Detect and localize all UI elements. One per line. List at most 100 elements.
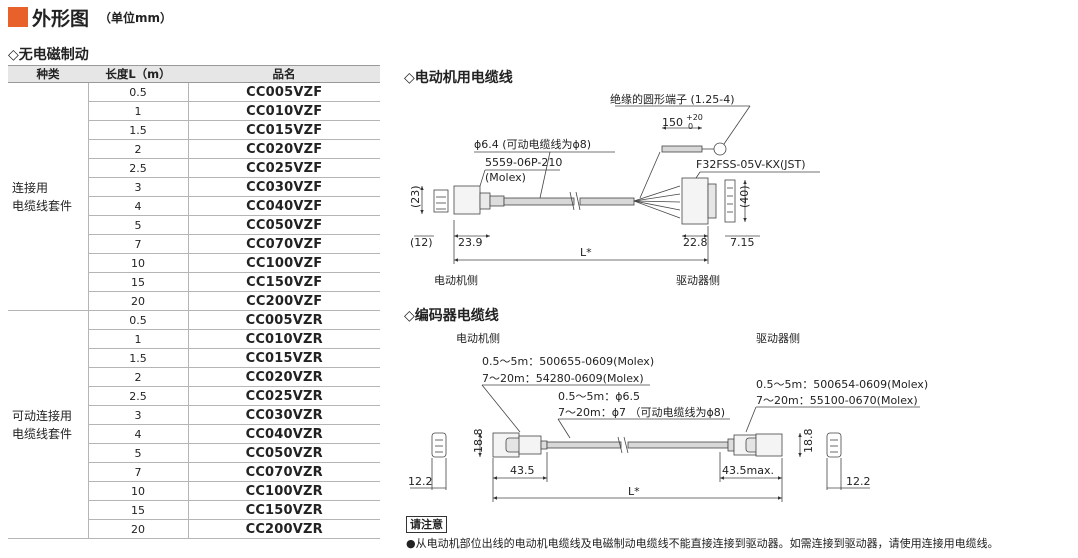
section-no-brake: ◇无电磁制动 xyxy=(8,47,89,63)
cable-diameter-label: ϕ6.4 (可动电缆线为ϕ8) xyxy=(474,137,591,151)
length-cell: 0.5 xyxy=(88,82,189,102)
section-motor-cable: ◇电动机用电缆线 xyxy=(404,69,513,86)
length-cell: 15 xyxy=(88,500,189,520)
enc-dim-43-5: 43.5 xyxy=(510,464,535,477)
part-number-cell: CC050VZR xyxy=(188,443,380,463)
part-number-cell: CC070VZR xyxy=(188,462,380,482)
length-cell: 0.5 xyxy=(88,310,189,330)
enc-dim-18-8-left: 18.8 xyxy=(472,429,485,454)
encoder-cable-drawing xyxy=(410,384,920,502)
driver-connector-part: F32FSS-05V-KX(JST) xyxy=(696,158,806,171)
driver-side-label: 驱动器侧 xyxy=(676,274,720,287)
length-cell: 7 xyxy=(88,234,189,254)
table-header-2: 品名 xyxy=(188,65,380,83)
part-number-cell: CC050VZF xyxy=(188,215,380,235)
length-cell: 20 xyxy=(88,519,189,539)
motor-side-label: 电动机侧 xyxy=(434,273,478,287)
enc-dim-L: L* xyxy=(628,485,640,498)
length-cell: 4 xyxy=(88,196,189,216)
enc-cable-dia-1: 0.5～5m：ϕ6.5 xyxy=(558,390,640,403)
title-unit: （单位mm） xyxy=(99,10,173,25)
part-number-cell: CC040VZR xyxy=(188,424,380,444)
table-header-0: 种类 xyxy=(8,65,88,83)
part-number-cell: CC030VZF xyxy=(188,177,380,197)
dim-12: (12) xyxy=(410,236,433,249)
part-number-cell: CC020VZF xyxy=(188,139,380,159)
enc-dim-18-8-right: 18.8 xyxy=(802,429,815,454)
part-number-cell: CC150VZF xyxy=(188,272,380,292)
part-number-cell: CC100VZF xyxy=(188,253,380,273)
length-cell: 15 xyxy=(88,272,189,292)
table-header-1: 长度L（m） xyxy=(88,65,188,83)
note-heading: 请注意 xyxy=(406,516,447,533)
part-number-cell: CC015VZF xyxy=(188,120,380,140)
part-number-cell: CC005VZR xyxy=(188,310,380,330)
enc-driver-conn-2: 7～20m：55100-0670(Molex) xyxy=(756,394,918,407)
kind-cell: 可动连接用 电缆线套件 xyxy=(8,310,89,539)
length-cell: 5 xyxy=(88,215,189,235)
dim-L-motor: L* xyxy=(580,246,592,259)
length-cell: 1.5 xyxy=(88,120,189,140)
length-cell: 1 xyxy=(88,101,189,121)
part-number-cell: CC020VZR xyxy=(188,367,380,387)
kind-cell: 连接用 电缆线套件 xyxy=(8,82,89,311)
length-cell: 10 xyxy=(88,253,189,273)
motor-connector-maker: (Molex) xyxy=(485,171,526,184)
length-cell: 7 xyxy=(88,462,189,482)
length-cell: 3 xyxy=(88,177,189,197)
length-cell: 4 xyxy=(88,424,189,444)
enc-motor-conn-2: 7～20m：54280-0609(Molex) xyxy=(482,372,644,385)
dim-150: 150 xyxy=(662,116,683,129)
part-number-cell: CC025VZF xyxy=(188,158,380,178)
length-cell: 2.5 xyxy=(88,158,189,178)
enc-motor-conn-1: 0.5～5m：500655-0609(Molex) xyxy=(482,355,654,368)
part-number-cell: CC010VZR xyxy=(188,329,380,349)
part-number-cell: CC005VZF xyxy=(188,82,380,102)
part-number-cell: CC070VZF xyxy=(188,234,380,254)
length-cell: 1.5 xyxy=(88,348,189,368)
note-text: ●从电动机部位出线的电动机电缆线及电磁制动电缆线不能直接连接到驱动器。如需连接到… xyxy=(406,537,999,550)
part-number-cell: CC025VZR xyxy=(188,386,380,406)
dim-150-tol-up: +20 xyxy=(686,113,703,122)
dim-7-15: 7.15 xyxy=(730,236,755,249)
part-number-cell: CC010VZF xyxy=(188,101,380,121)
length-cell: 20 xyxy=(88,291,189,311)
section-encoder-cable: ◇编码器电缆线 xyxy=(404,307,499,324)
motor-cable-drawing xyxy=(414,105,820,264)
enc-driver-side-label: 驱动器侧 xyxy=(756,332,800,345)
part-number-cell: CC030VZR xyxy=(188,405,380,425)
title-marker xyxy=(8,7,28,27)
enc-dim-43-5-max: 43.5max. xyxy=(722,464,774,477)
enc-cable-dia-2: 7～20m：ϕ7 （可动电缆线为ϕ8) xyxy=(558,405,725,419)
part-number-cell: CC100VZR xyxy=(188,481,380,501)
part-number-cell: CC150VZR xyxy=(188,500,380,520)
motor-connector-part: 5559-06P-210 xyxy=(485,156,562,169)
part-number-cell: CC040VZF xyxy=(188,196,380,216)
dimension-drawings: ◇电动机用电缆线 绝缘的圆形端子 (1.25-4) 150 +20 0 ϕ6.4… xyxy=(404,69,928,502)
length-cell: 3 xyxy=(88,405,189,425)
dim-40: (40) xyxy=(738,185,751,208)
enc-dim-12-2-right: 12.2 xyxy=(846,475,871,488)
dim-150-tol-low: 0 xyxy=(688,122,693,131)
